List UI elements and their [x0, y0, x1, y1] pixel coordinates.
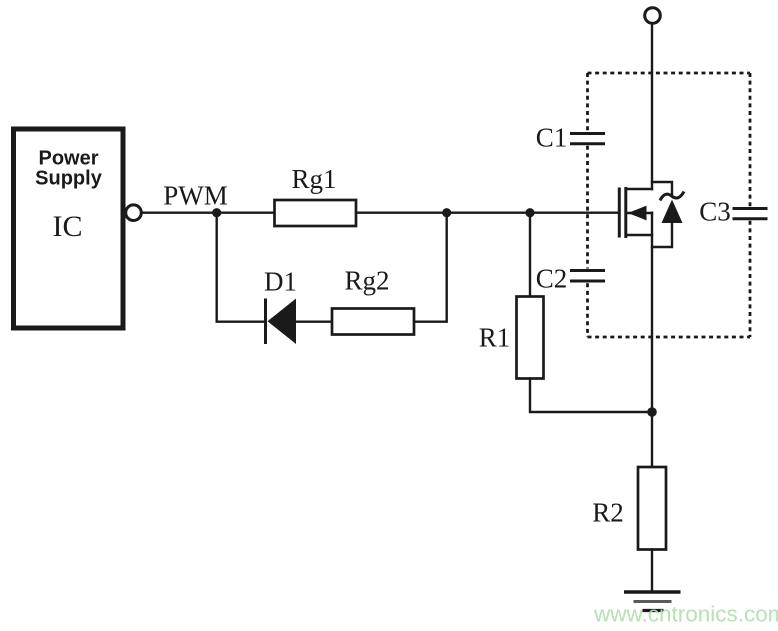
c3-label: C3	[699, 197, 731, 227]
body-diode-triangle	[661, 199, 683, 223]
power-supply-label-ic: IC	[53, 210, 83, 243]
power-supply-ic: Power Supply IC	[11, 126, 143, 331]
rg2-body	[330, 307, 416, 336]
c2-label: C2	[536, 264, 568, 294]
capacitor-c3: C3	[699, 197, 768, 227]
d1-label: D1	[264, 267, 297, 297]
wire-pwm-down-to-d1	[215, 211, 266, 323]
c1-plates	[570, 132, 605, 146]
resistor-rg2: Rg2	[294, 211, 448, 336]
pwm-output-terminal-circle	[124, 203, 143, 222]
mosfet-body-arrow	[628, 205, 647, 221]
pwm-node: PWM	[140, 181, 276, 323]
pwm-label: PWM	[163, 181, 228, 211]
rg2-label: Rg2	[344, 266, 389, 296]
body-diode-cathode-curve	[658, 190, 686, 202]
r1-label: R1	[479, 323, 511, 353]
parasitic-capacitance-boundary	[586, 71, 752, 339]
c1-label: C1	[536, 123, 568, 153]
ground-symbol	[624, 590, 681, 613]
junction-dot-source	[647, 407, 657, 417]
capacitor-c1: C1	[536, 123, 605, 153]
watermark: www.cntronics.com	[593, 602, 778, 627]
body-diode-bottom-branch	[650, 221, 674, 249]
resistor-rg1: Rg1	[273, 164, 621, 228]
wire-rg2-up-to-node	[412, 211, 448, 323]
mosfet-body-diode	[650, 180, 686, 249]
wire-r1-to-source-node	[528, 377, 654, 414]
resistor-r2: R2	[592, 465, 668, 593]
drain-terminal-circle	[643, 6, 662, 25]
r1-body	[515, 295, 545, 380]
drain-terminal	[643, 6, 662, 191]
mosfet	[617, 180, 686, 469]
d1-triangle	[267, 298, 296, 344]
rg1-label: Rg1	[291, 164, 336, 194]
diode-d1: D1	[264, 267, 297, 344]
capacitor-c2: C2	[536, 264, 605, 294]
power-supply-label-line2: Supply	[35, 168, 103, 190]
c2-plates	[570, 269, 605, 283]
power-supply-ic-box	[11, 126, 126, 331]
r2-label: R2	[592, 498, 624, 528]
rg1-body	[273, 198, 358, 228]
power-supply-label-line1: Power	[38, 148, 98, 170]
resistor-r1: R1	[479, 211, 654, 414]
c3-plates	[732, 207, 768, 221]
body-diode-top-branch	[650, 180, 674, 198]
r2-body	[636, 465, 668, 551]
